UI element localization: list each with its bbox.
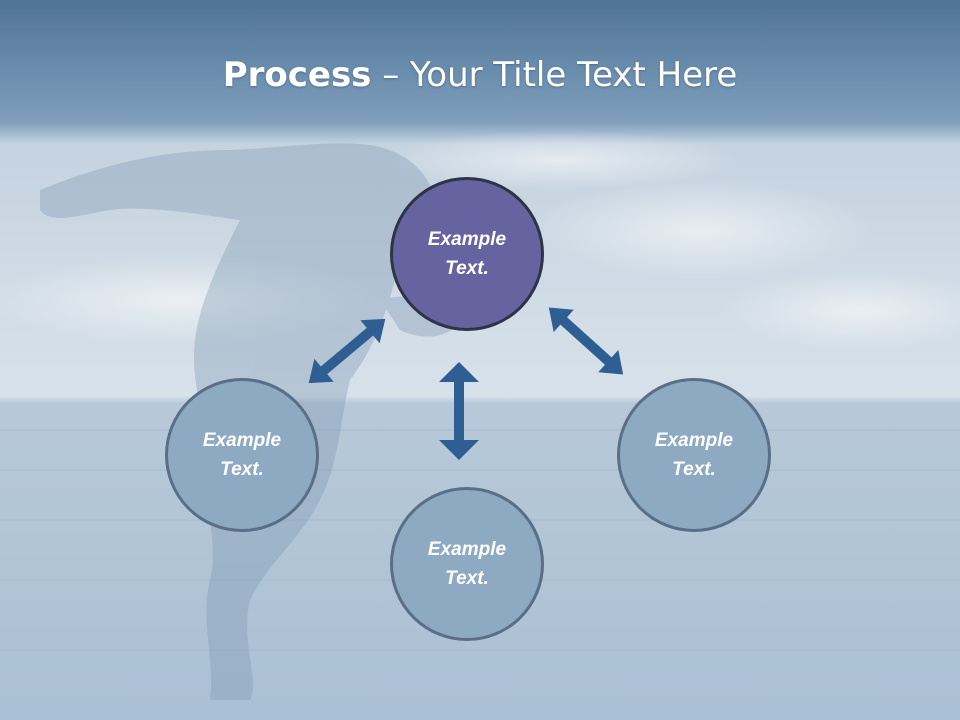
title-rest: – Your Title Text Here <box>371 55 738 95</box>
node-label: Example Text. <box>427 539 507 589</box>
title-bold: Process <box>222 55 372 95</box>
page-title: Process – Your Title Text Here <box>0 52 960 98</box>
process-node-top: Example Text. <box>390 177 544 331</box>
process-node-left: Example Text. <box>165 378 319 532</box>
process-node-right: Example Text. <box>617 378 771 532</box>
node-label: Example Text. <box>654 430 734 480</box>
node-label: Example Text. <box>427 229 507 279</box>
process-node-bottom: Example Text. <box>390 487 544 641</box>
node-label: Example Text. <box>202 430 282 480</box>
